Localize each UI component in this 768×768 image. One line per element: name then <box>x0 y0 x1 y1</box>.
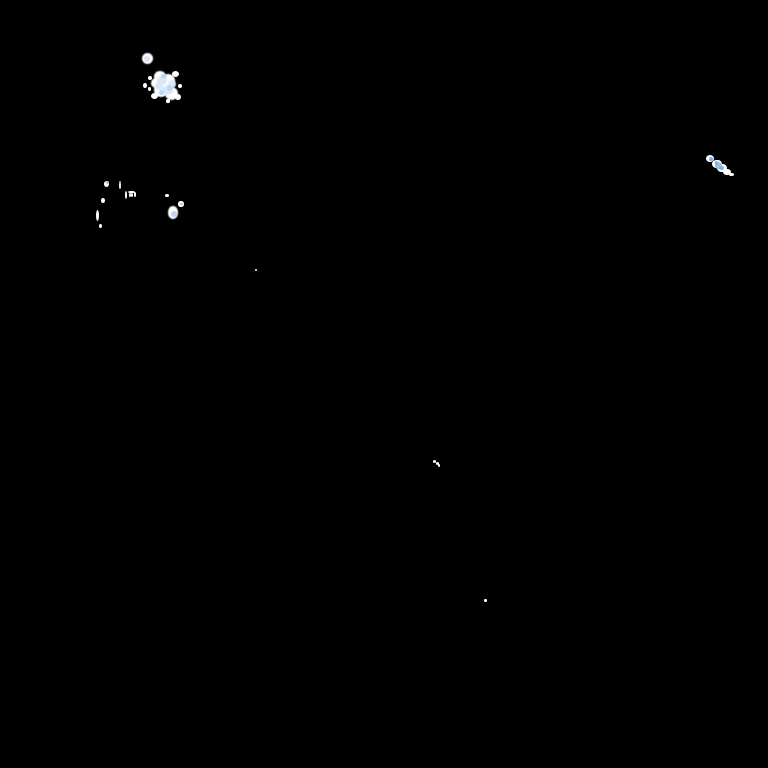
speck-cluster <box>167 206 179 219</box>
speck-cluster <box>95 209 100 222</box>
cloud-blob-large <box>147 87 152 91</box>
comet-wisp <box>712 159 722 169</box>
speck-cluster <box>179 202 183 206</box>
diagonal-streak <box>435 461 439 465</box>
cloud-blob-large <box>151 78 161 88</box>
speck-cluster <box>164 193 169 198</box>
speck-cluster <box>178 201 184 207</box>
comet-wisp <box>723 168 731 175</box>
diagonal-streak <box>437 464 441 467</box>
cloud-blob-small <box>143 55 151 62</box>
speck-cluster <box>103 180 110 188</box>
speck-cluster <box>131 193 134 198</box>
comet-wisp <box>719 165 724 170</box>
speck-cluster <box>119 181 122 184</box>
comet-wisp <box>714 161 719 165</box>
speck-cluster <box>128 191 135 194</box>
tiny-dot-2 <box>484 599 487 602</box>
cloud-blob-large <box>164 86 178 100</box>
comet-wisp <box>709 157 713 161</box>
cloud-blob-large <box>157 75 167 85</box>
cloud-blob-large <box>158 90 165 95</box>
cloud-blob-large <box>154 70 166 82</box>
cloud-blob-large <box>154 82 163 90</box>
comet-wisp <box>706 155 714 162</box>
cloud-blob-large <box>171 70 179 77</box>
cloud-blob-large <box>166 85 173 91</box>
cloud-blob-large <box>154 83 168 97</box>
speck-cluster <box>118 181 122 189</box>
cloud-blob-large <box>150 93 158 99</box>
cloud-blob-large <box>161 84 173 95</box>
cloud-blob-large <box>167 80 176 88</box>
comet-wisp <box>717 163 727 173</box>
tiny-dot-1 <box>255 268 257 271</box>
speck-cluster <box>99 223 103 228</box>
cloud-blob-large <box>142 83 148 88</box>
cloud-blob-large <box>148 76 152 80</box>
cloud-blob-large <box>161 73 167 79</box>
speck-cluster <box>171 210 177 218</box>
cloud-blob-large <box>165 98 171 103</box>
speck-cluster <box>105 181 110 185</box>
comet-wisp <box>728 172 735 177</box>
speck-cluster <box>133 192 136 198</box>
comet-wisp <box>715 162 722 169</box>
cloud-blob-large <box>177 84 183 88</box>
speck-cluster <box>101 198 105 203</box>
speck-cluster <box>124 190 127 199</box>
speck-cluster <box>128 192 131 198</box>
cloud-blob-small <box>141 53 153 64</box>
cloud-blob-large <box>161 73 175 87</box>
cloud-blob-large <box>175 94 181 100</box>
diagonal-streak <box>433 460 437 463</box>
